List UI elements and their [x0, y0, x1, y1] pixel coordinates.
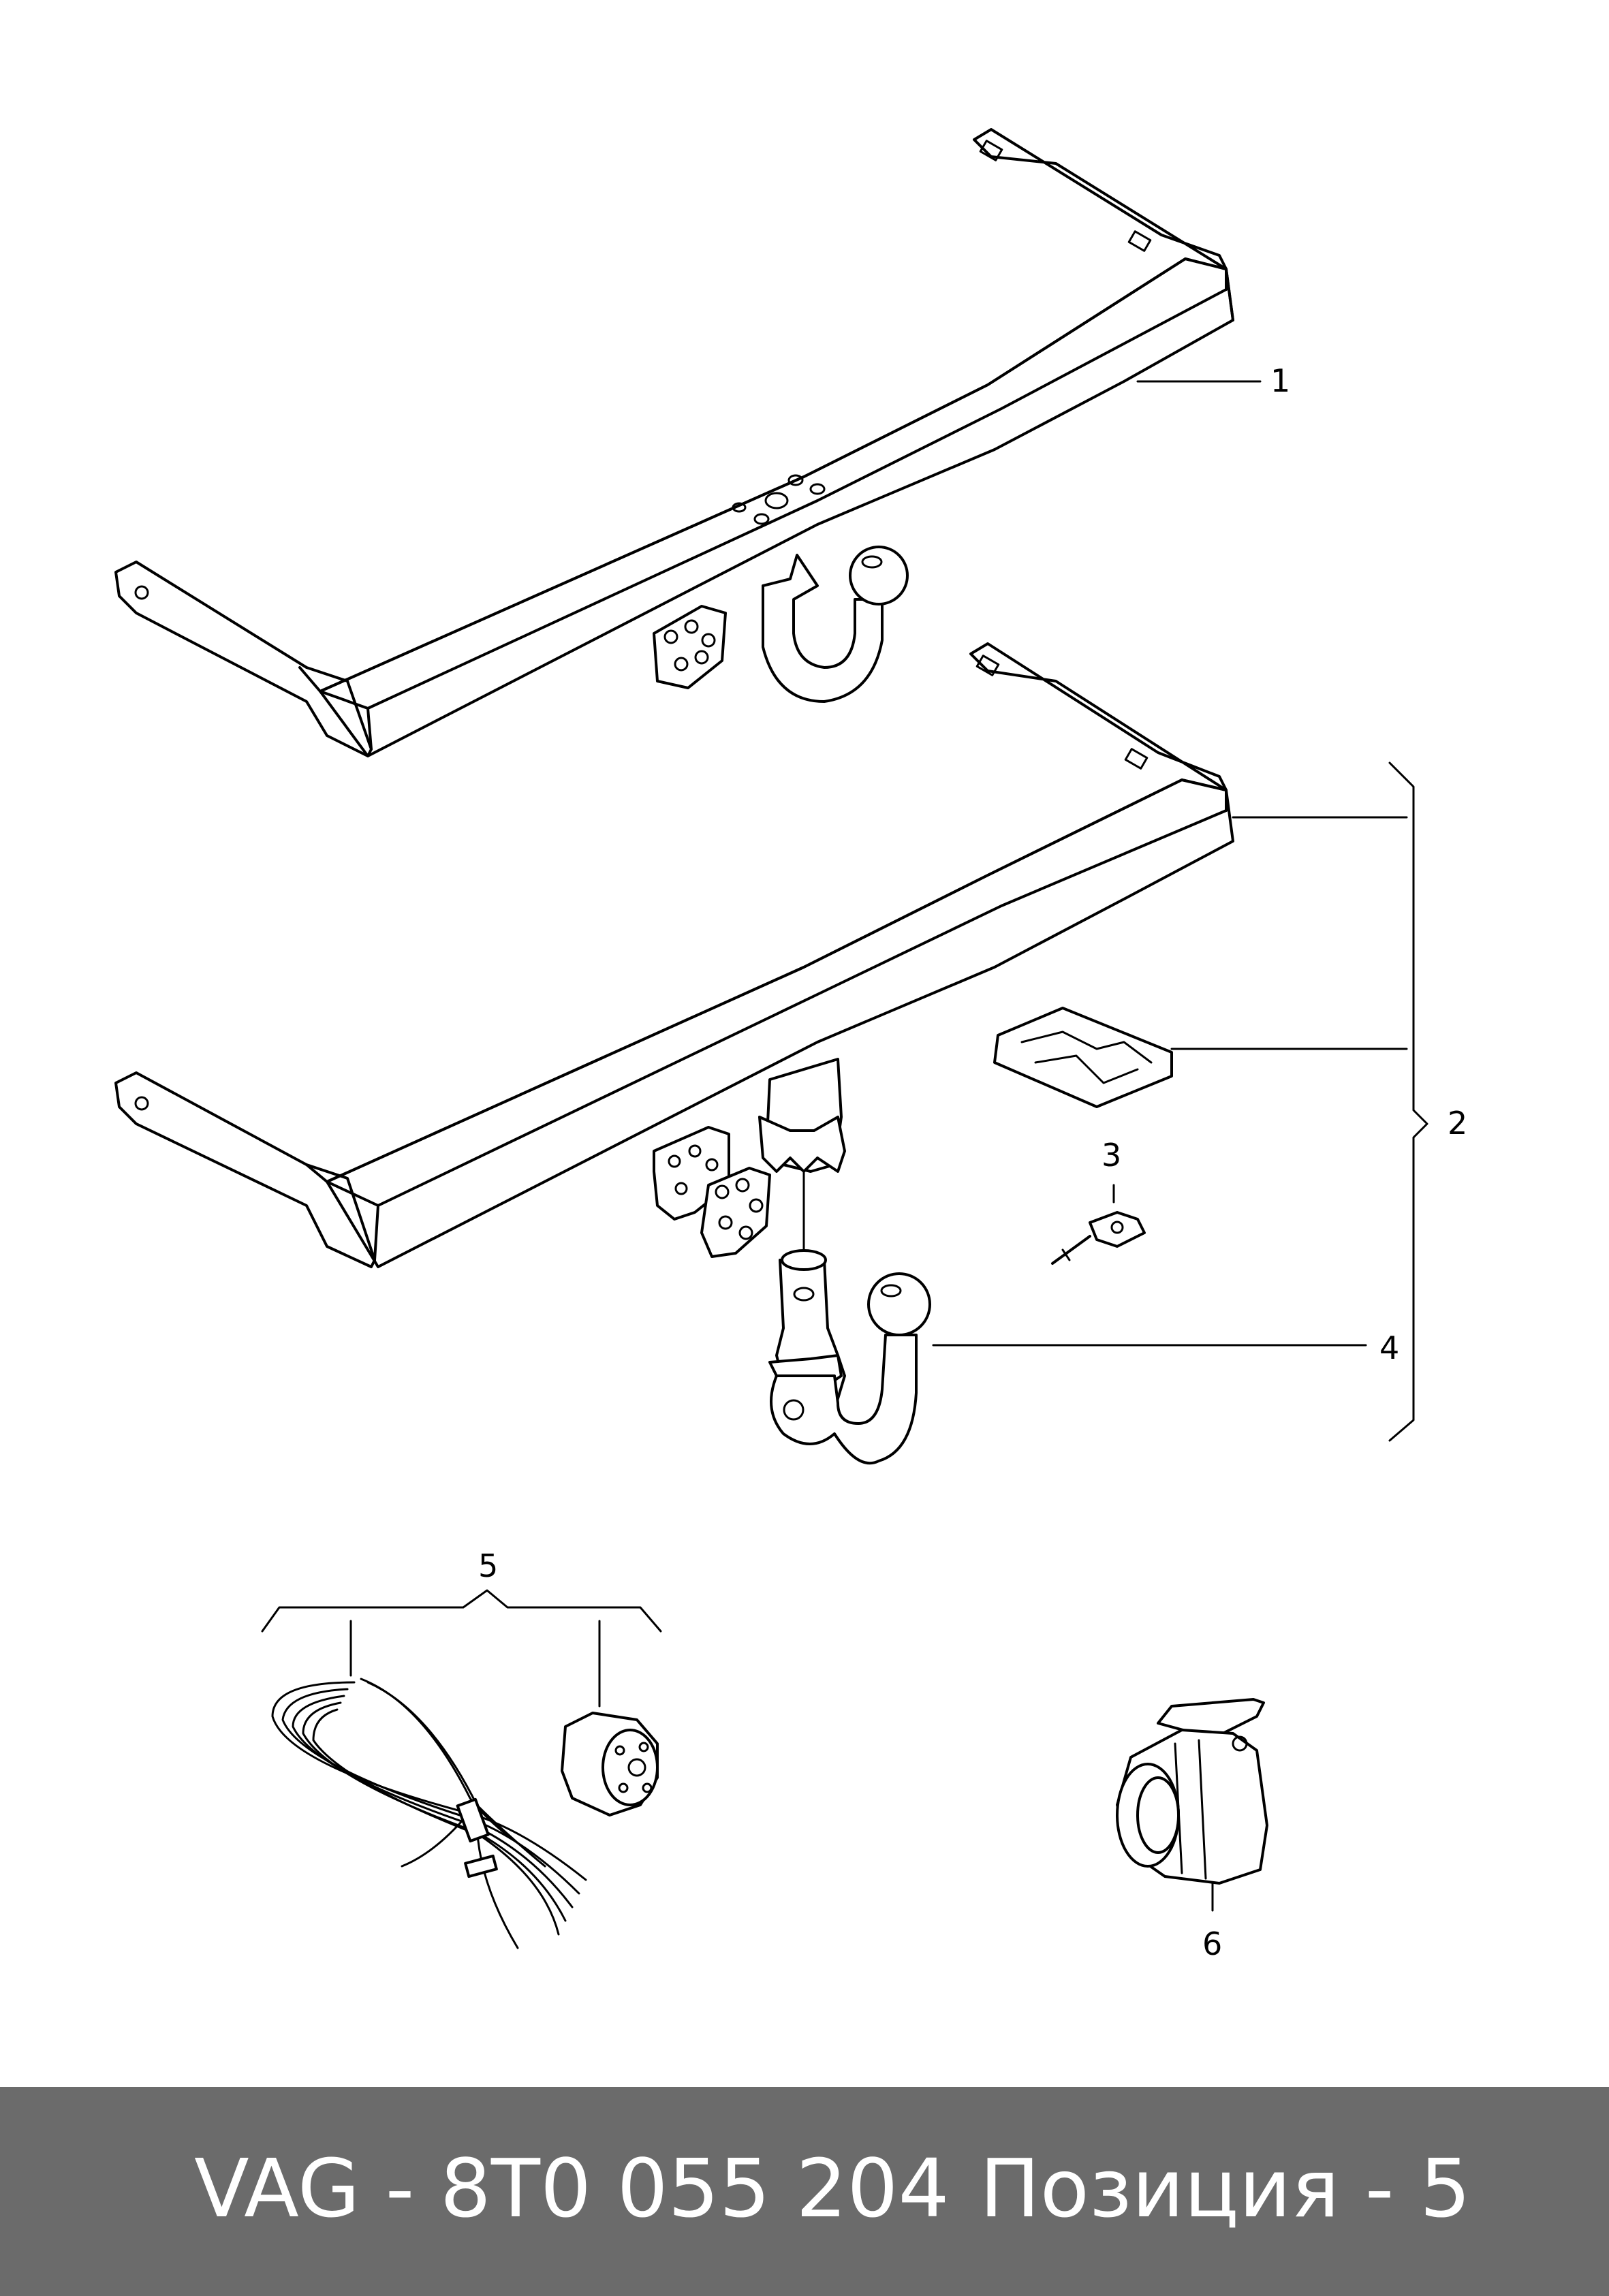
callout-3: 3	[1102, 1137, 1121, 1174]
socket-13pin: 6	[1116, 1698, 1268, 1962]
tow-bar-upper: 1	[114, 128, 1290, 757]
callout-1: 1	[1270, 362, 1290, 399]
position-label: Позиция - 5	[980, 2141, 1471, 2235]
footer-bar: VAG - 8T0 055 204 Позиция - 5	[0, 2087, 1609, 2296]
callout-5: 5	[478, 1547, 498, 1584]
callout-6: 6	[1202, 1925, 1222, 1962]
parts-diagram: 1	[114, 128, 1467, 1962]
callout-4: 4	[1379, 1330, 1399, 1366]
wiring-kit: 5	[261, 1547, 662, 1949]
part-number: VAG - 8T0 055 204	[194, 2141, 950, 2235]
tow-bar-lower: 3 4 2	[114, 642, 1467, 1465]
callout-2: 2	[1448, 1105, 1467, 1142]
